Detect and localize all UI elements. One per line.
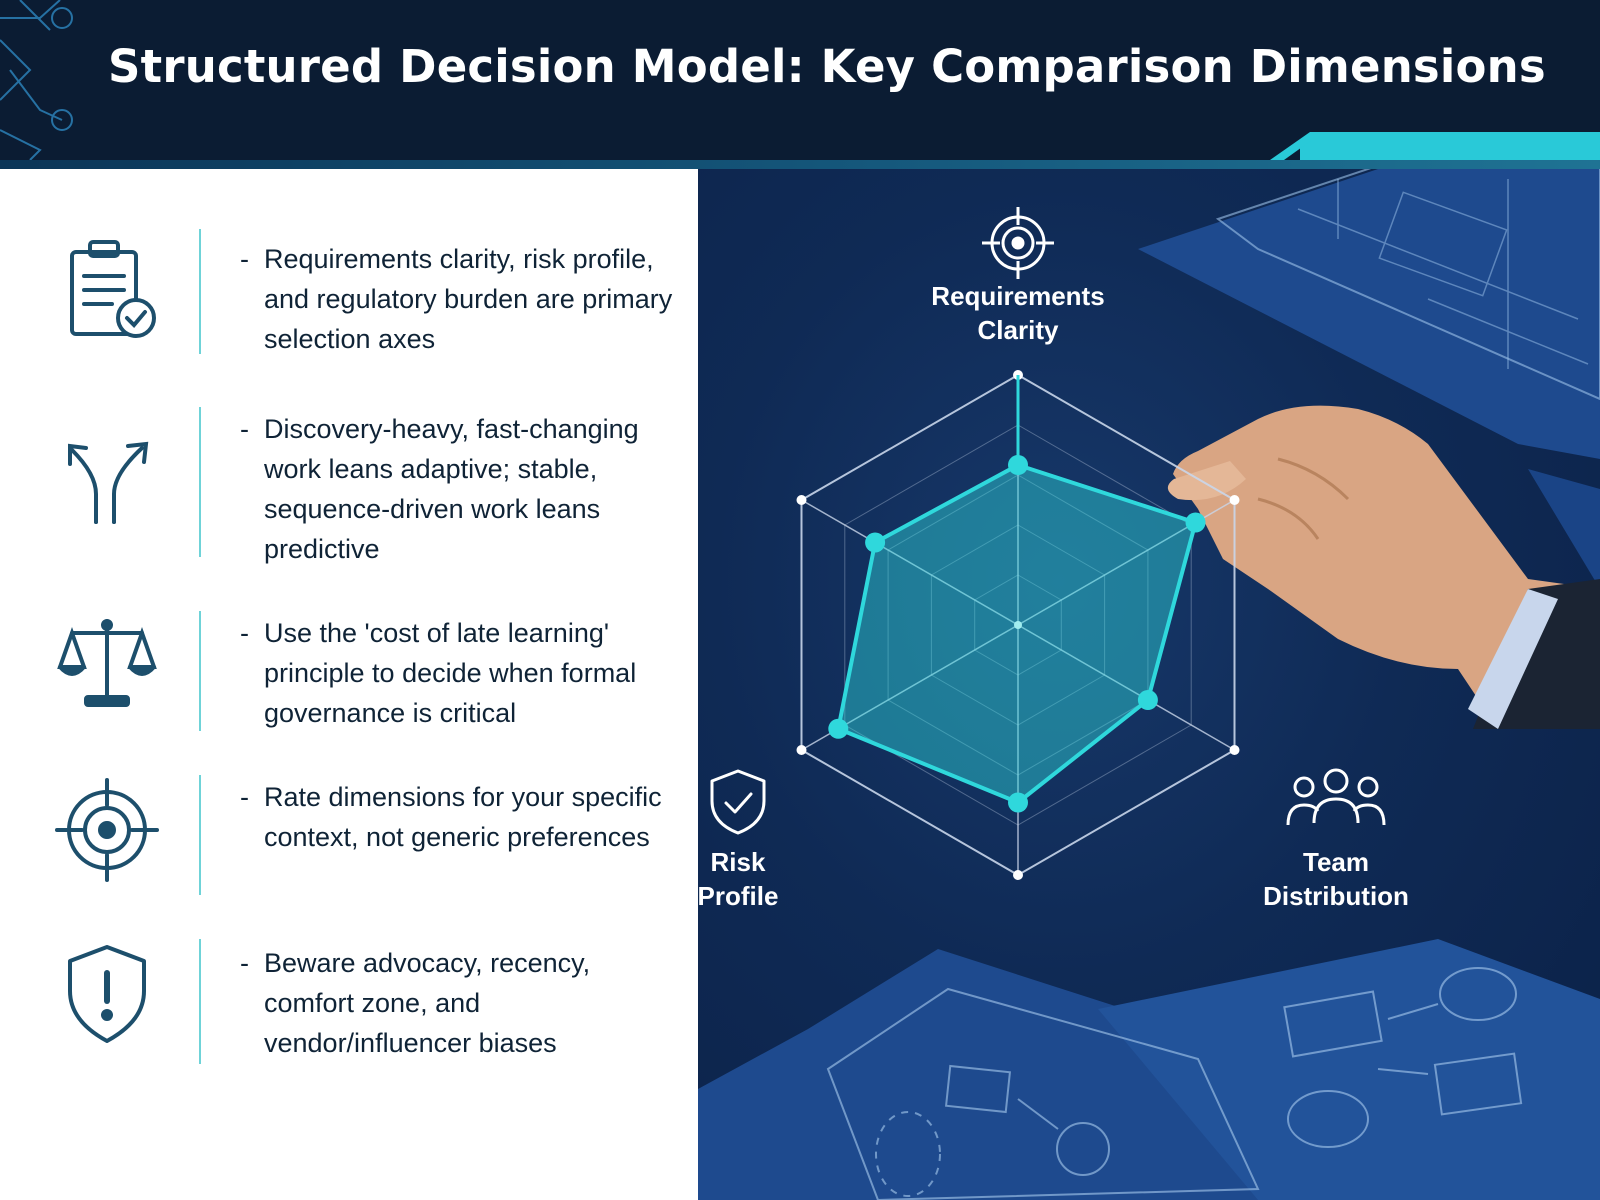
key-point-item: - Requirements clarity, risk profile, an… [0,229,698,369]
radar-axis-end [1013,870,1023,880]
key-point-text: - Requirements clarity, risk profile, an… [240,239,684,359]
bullet-dash: - [240,414,249,444]
item-divider [199,407,201,557]
bullet-dash: - [240,782,249,812]
radar-axis-end [796,745,807,755]
radar-axis [801,499,1019,626]
bullet-dash: - [240,244,249,274]
key-point-item: - Rate dimensions for your specific cont… [0,775,698,905]
dimension-label-line: Requirements [931,281,1105,311]
blueprint-sheet-top [1138,169,1600,589]
circuit-decoration-icon [0,0,1600,160]
dimension-label-line: Distribution [1263,881,1409,911]
key-point-item: - Use the 'cost of late learning' princi… [0,611,698,741]
shield-alert-icon [52,939,162,1049]
item-divider [199,611,201,731]
radar-diagram [698,169,1600,1200]
dimension-label-line: Clarity [977,315,1059,345]
key-point-item: - Discovery-heavy, fast-changing work le… [0,407,698,567]
key-point-label: Use the 'cost of late learning' principl… [264,618,637,728]
blueprint-sheet-bottom [698,939,1600,1200]
header: Structured Decision Model: Key Compariso… [0,0,1600,160]
key-point-label: Discovery-heavy, fast-changing work lean… [264,414,639,564]
item-divider [199,775,201,895]
dimension-label-line: Team [1303,847,1369,877]
key-point-label: Rate dimensions for your specific contex… [264,782,662,852]
key-point-text: - Use the 'cost of late learning' princi… [240,613,684,733]
header-underline [0,160,1600,169]
balance-scale-icon [52,611,162,721]
dimension-label-line: Risk [710,847,766,877]
split-arrows-icon [52,422,162,532]
clipboard-check-icon [52,234,162,344]
radar-data-point [1008,455,1028,475]
radar-data-point [1137,690,1158,710]
radar-panel: Requirements Clarity Risk Profile Team D… [698,169,1600,1200]
radar-axis [1017,624,1235,751]
radar-axis-end [1229,745,1240,755]
item-divider [199,939,201,1064]
radar-axis-end [796,495,807,505]
radar-data-point [1185,512,1206,533]
radar-series-polygon [836,463,1198,805]
key-point-label: Requirements clarity, risk profile, and … [264,244,673,354]
key-points-panel: - Requirements clarity, risk profile, an… [0,169,698,1200]
dimension-label-team-distribution: Team Distribution [1226,845,1446,913]
target-icon [52,775,162,885]
key-point-text: - Rate dimensions for your specific cont… [240,777,684,857]
bullet-dash: - [240,618,249,648]
radar-data-point [865,532,886,553]
key-point-item: - Beware advocacy, recency, comfort zone… [0,939,698,1069]
dimension-label-line: Profile [698,881,779,911]
crosshair-icon [980,205,1056,281]
key-point-label: Beware advocacy, recency, comfort zone, … [264,948,591,1058]
dimension-label-requirements-clarity: Requirements Clarity [908,279,1128,347]
team-icon [1284,767,1388,831]
page-title: Structured Decision Model: Key Compariso… [108,40,1546,93]
radar-data-point [828,718,849,739]
hand-illustration [1167,405,1600,729]
bullet-dash: - [240,948,249,978]
radar-center [1014,621,1022,629]
radar-axis-end [1229,495,1240,505]
item-divider [199,229,201,354]
dimension-label-risk-profile: Risk Profile [698,845,788,913]
key-point-text: - Discovery-heavy, fast-changing work le… [240,409,684,569]
radar-data-point [1008,792,1028,813]
shield-check-icon [706,767,770,837]
radar-area [828,455,1206,813]
key-point-text: - Beware advocacy, recency, comfort zone… [240,943,684,1063]
